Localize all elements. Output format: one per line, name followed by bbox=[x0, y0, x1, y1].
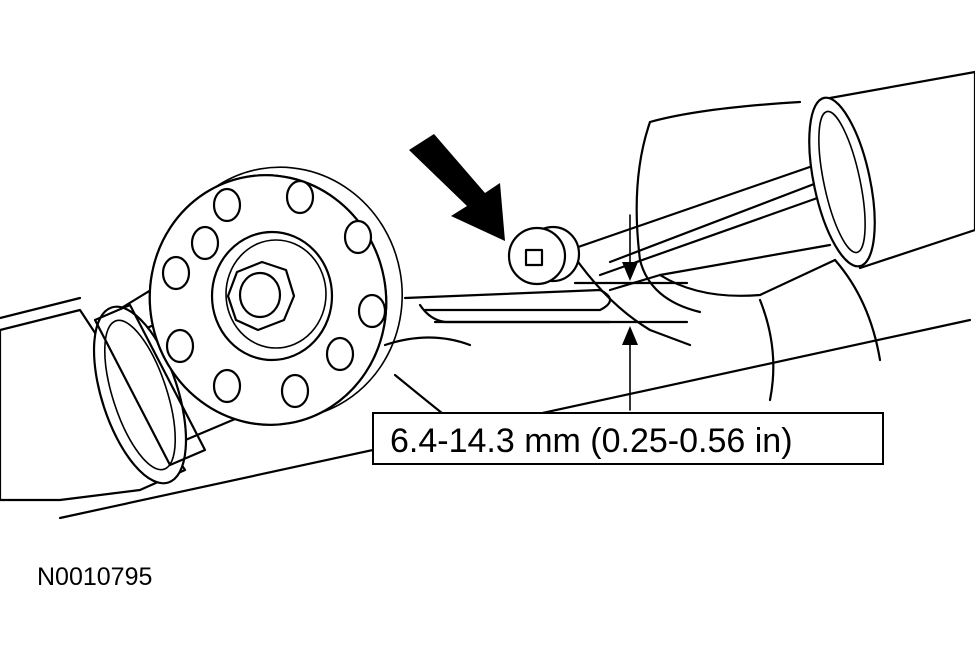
hub-nut bbox=[226, 260, 296, 332]
pointer-arrow-icon bbox=[409, 134, 505, 241]
hub-flange bbox=[148, 166, 403, 426]
left-bushing bbox=[0, 258, 282, 502]
bolt-holes bbox=[161, 179, 387, 409]
adjuster-bolt bbox=[507, 225, 581, 286]
dimension-callout: 6.4-14.3 mm (0.25-0.56 in) bbox=[372, 412, 884, 465]
figure-id: N0010795 bbox=[37, 563, 152, 591]
dimension-markers bbox=[433, 214, 689, 411]
upper-arm bbox=[553, 158, 842, 297]
dimension-callout-label: 6.4-14.3 mm (0.25-0.56 in) bbox=[390, 422, 793, 460]
right-bushing bbox=[808, 70, 975, 270]
